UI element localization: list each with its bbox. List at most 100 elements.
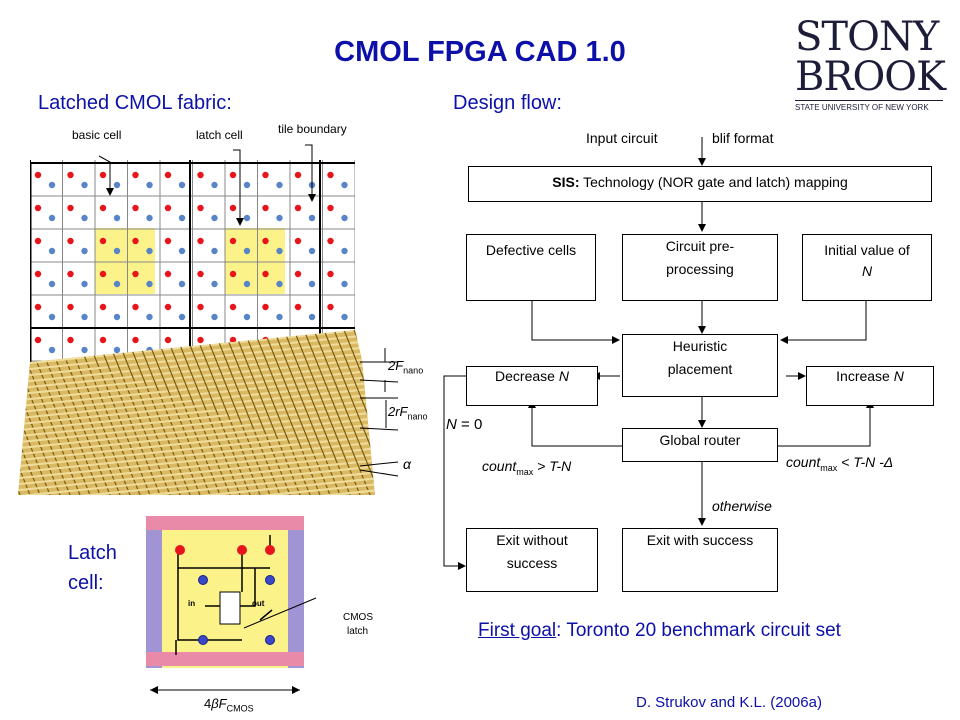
initial-line-2: N: [861, 263, 873, 279]
otherwise-label: otherwise: [712, 498, 772, 514]
red-pin-dot: [262, 270, 269, 278]
blue-pin-dot: [48, 280, 56, 288]
red-pin-dot: [34, 237, 42, 245]
latch-cell-label: latch cell: [196, 128, 243, 142]
nanowire: [18, 384, 375, 428]
nanowire: [18, 480, 375, 495]
red-pin-dot: [34, 303, 42, 311]
first-goal-link[interactable]: First goal: [478, 620, 557, 641]
nanowire: [18, 474, 375, 495]
n-equals-zero: N = 0: [446, 416, 483, 433]
red-pin-dot: [99, 171, 107, 179]
red-pin-dot: [164, 336, 172, 344]
nanowire: [209, 330, 291, 495]
increase-label: Increase: [836, 368, 894, 384]
red-pin-dot: [164, 303, 172, 311]
red-pin-dot: [229, 336, 237, 344]
nanowire: [18, 408, 375, 452]
blue-pin-dot: [178, 214, 186, 222]
nanowire: [18, 330, 51, 495]
nanowire: [18, 426, 375, 470]
preprocessing-box: Circuit pre-processing: [622, 234, 778, 301]
blue-pin-dot: [81, 313, 88, 321]
blue-pin-dot: [276, 181, 283, 189]
red-pin-dot: [164, 237, 172, 245]
blue-pin-dot: [211, 181, 218, 189]
red-pin-dot: [197, 204, 204, 212]
blue-pin-dot: [341, 280, 348, 288]
sis-bold: SIS:: [552, 174, 580, 190]
red-pin-dot: [164, 270, 172, 278]
defective-cells-label: Defective cells: [485, 242, 577, 258]
red-pin-dot: [67, 270, 74, 278]
nanowire: [18, 402, 375, 446]
red-pin-dot: [294, 270, 302, 278]
red-pin-dot: [327, 237, 334, 245]
red-pin-dot: [229, 171, 237, 179]
blue-pin-dot: [211, 280, 218, 288]
blue-pin-dot: [243, 247, 251, 255]
design-flow-heading: Design flow:: [453, 92, 562, 114]
global-router-label: Global router: [659, 432, 741, 448]
red-pin-dot: [327, 204, 334, 212]
blue-pin-dot: [276, 247, 283, 255]
nanowire: [18, 438, 375, 482]
red-pin-dot: [197, 336, 204, 344]
nanowire: [18, 330, 81, 495]
red-pin-dot: [132, 303, 139, 311]
red-pin-dot: [262, 303, 269, 311]
citation: D. Strukov and K.L. (2006a): [636, 694, 822, 711]
logo-rule: [795, 100, 943, 101]
red-pin-dot: [164, 204, 172, 212]
nanowire: [18, 378, 375, 422]
red-pin-dot: [34, 270, 42, 278]
blue-pin-dot: [308, 313, 316, 321]
nanowire: [119, 330, 201, 495]
blue-pin-dot: [146, 214, 153, 222]
dim-4bfcmos-label: 4βFCMOS: [204, 696, 254, 714]
exit-with-success-box: Exit with success: [622, 528, 778, 592]
red-pin-dot: [229, 204, 237, 212]
red-pin-dot: [262, 204, 269, 212]
dim-2rfnano-label: 2rFnano: [388, 404, 428, 422]
blue-pin-dot: [48, 313, 56, 321]
first-goal-line: First goal: Toronto 20 benchmark circuit…: [478, 620, 841, 642]
global-router-box: Global router: [622, 428, 778, 462]
nanowire: [18, 462, 375, 495]
blue-pin-dot: [146, 280, 153, 288]
red-pin-dot: [262, 237, 269, 245]
tile-boundary-label: tile boundary: [278, 122, 347, 136]
red-pin-dot: [99, 270, 107, 278]
blue-pin-dot: [211, 247, 218, 255]
red-pin-dot: [197, 171, 204, 179]
nanowire: [309, 330, 375, 495]
in-label: in: [188, 599, 196, 608]
blue-pin-dot: [243, 280, 251, 288]
blue-pin-dot: [211, 313, 218, 321]
red-pin-dot: [197, 270, 204, 278]
alpha-label: α: [403, 456, 411, 472]
page-title: CMOL FPGA CAD 1.0: [334, 36, 626, 68]
red-pin-dot: [197, 237, 204, 245]
first-goal-text: : Toronto 20 benchmark circuit set: [556, 620, 841, 641]
blue-pin-dot: [113, 313, 121, 321]
blue-pin-dot: [81, 247, 88, 255]
red-pin-dot: [67, 204, 74, 212]
cmos-latch-label-1: CMOS: [343, 612, 373, 623]
n-eq-text: = 0: [456, 416, 483, 433]
blue-pin-dot: [113, 346, 121, 354]
blue-pin-dot: [113, 181, 121, 189]
heuristic-line-2: placement: [667, 361, 733, 377]
blue-pin-dot: [243, 214, 251, 222]
red-pin-dot: [67, 171, 74, 179]
nanowire: [18, 432, 375, 476]
red-pin-dot: [34, 171, 42, 179]
latch-cell-heading-2: cell:: [68, 572, 104, 594]
blue-pin-dot: [48, 214, 56, 222]
decrease-n-box: Decrease N: [466, 366, 598, 406]
blue-pin-dot: [308, 247, 316, 255]
red-pin-dot: [132, 171, 139, 179]
stony-brook-logo: STONY BROOK STATE UNIVERSITY OF NEW YORK: [795, 14, 946, 112]
